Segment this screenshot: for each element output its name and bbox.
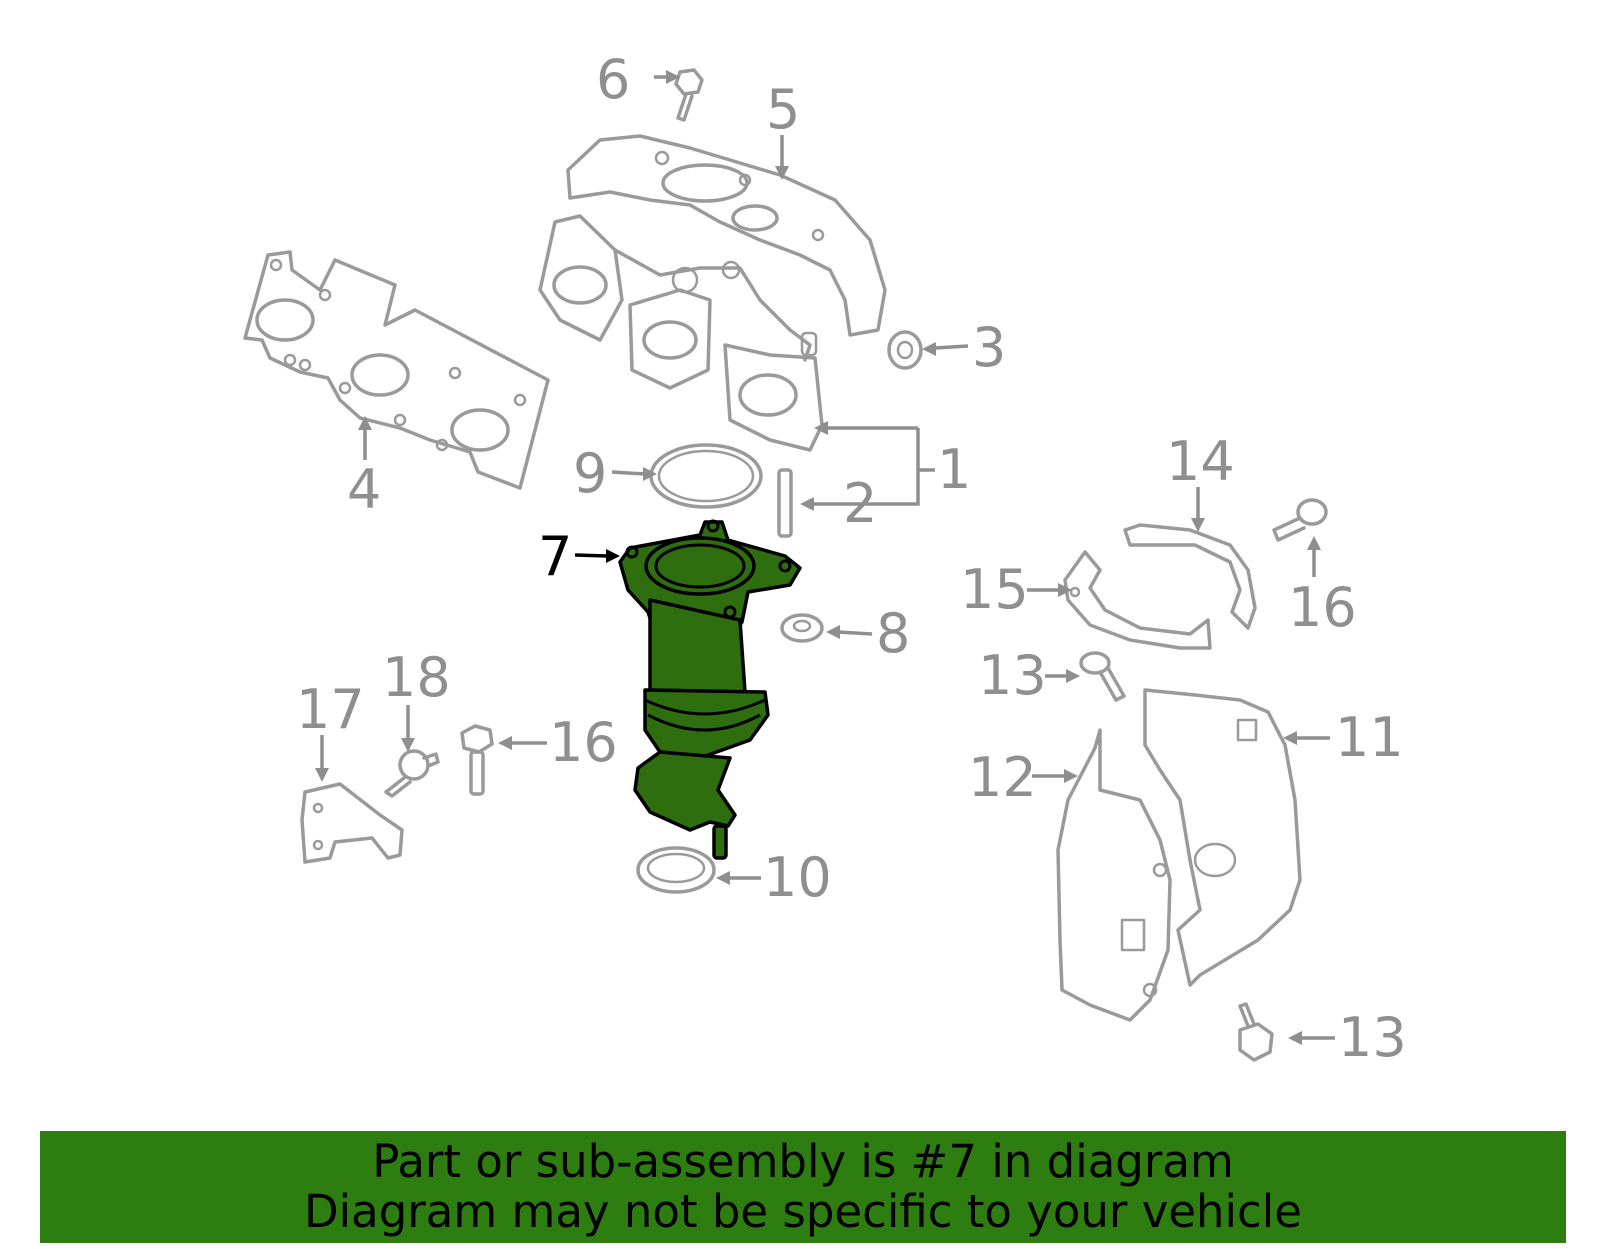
part-heat-shield-11 bbox=[1143, 688, 1302, 987]
part-bolt-16-right bbox=[1272, 498, 1328, 542]
callout-12: 12 bbox=[968, 746, 1037, 809]
part-exhaust-manifold bbox=[538, 214, 824, 452]
callout-3: 3 bbox=[972, 316, 1006, 379]
part-bolt-6 bbox=[674, 68, 704, 122]
callout-1: 1 bbox=[937, 438, 971, 501]
part-washer-8 bbox=[780, 613, 824, 643]
leader-lines bbox=[315, 70, 1335, 1045]
callout-16-right: 16 bbox=[1288, 576, 1357, 639]
callout-4: 4 bbox=[347, 458, 381, 521]
part-bolt-13-upper bbox=[1079, 651, 1126, 702]
part-bracket-17 bbox=[300, 782, 404, 864]
callout-10: 10 bbox=[763, 846, 832, 909]
callout-6: 6 bbox=[596, 48, 630, 111]
callout-13-lower: 13 bbox=[1338, 1006, 1407, 1069]
callout-11: 11 bbox=[1335, 706, 1404, 769]
callout-17: 17 bbox=[296, 678, 365, 741]
part-heat-shield-upper bbox=[566, 134, 887, 337]
part-gasket-ring-9 bbox=[649, 443, 763, 509]
part-catalytic-converter-highlighted bbox=[618, 519, 802, 860]
callout-18: 18 bbox=[382, 646, 451, 709]
part-clip-18 bbox=[384, 749, 440, 798]
part-gasket-ring-10 bbox=[636, 846, 716, 894]
part-stud-2 bbox=[777, 468, 793, 538]
callout-5: 5 bbox=[766, 78, 800, 141]
part-bolt-16-left bbox=[460, 724, 494, 796]
banner-disclaimer: Diagram may not be specific to your vehi… bbox=[304, 1185, 1302, 1238]
callout-13-upper: 13 bbox=[978, 644, 1047, 707]
callout-labels: 6 5 3 1 2 4 9 7 8 10 16 18 17 14 15 16 1… bbox=[296, 48, 1407, 1069]
banner-part-note: Part or sub-assembly is #7 in diagram bbox=[372, 1135, 1234, 1188]
callout-16-left: 16 bbox=[549, 711, 618, 774]
callout-8: 8 bbox=[876, 602, 910, 665]
part-heat-shield-12 bbox=[1056, 728, 1172, 1022]
part-clamp-15 bbox=[1063, 550, 1212, 650]
info-banner: Part or sub-assembly is #7 in diagram Di… bbox=[40, 1131, 1566, 1243]
callout-14: 14 bbox=[1166, 430, 1235, 493]
part-manifold-gasket bbox=[243, 250, 550, 490]
callout-9: 9 bbox=[573, 442, 607, 505]
callout-7-highlighted: 7 bbox=[538, 525, 572, 588]
part-bolt-13-lower bbox=[1238, 1002, 1274, 1062]
callout-15: 15 bbox=[960, 558, 1029, 621]
part-nut-3 bbox=[887, 330, 923, 370]
part-clamp-14 bbox=[1123, 523, 1257, 630]
callout-2: 2 bbox=[843, 472, 877, 535]
